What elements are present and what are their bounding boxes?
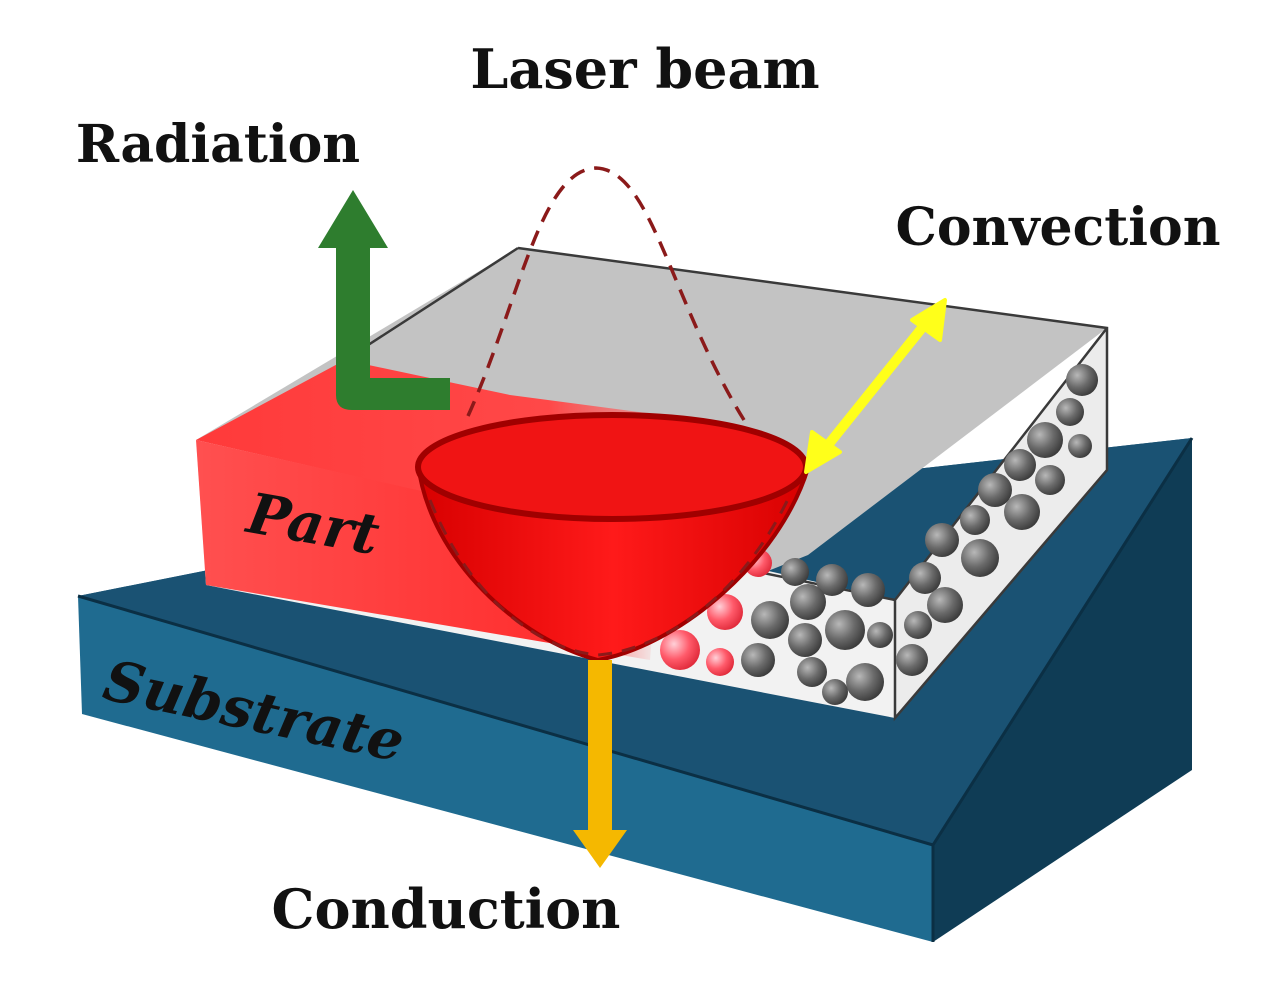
substrate-side-face — [933, 438, 1192, 942]
radiation-arrow-icon — [318, 190, 450, 410]
powder-particle — [925, 523, 959, 557]
laser-gaussian-profile — [466, 166, 746, 421]
powder-particle — [816, 564, 848, 596]
part-edge — [517, 246, 1109, 722]
melt-pool-surface — [415, 412, 809, 522]
convection-double-arrow-icon — [804, 298, 947, 474]
powder-particle — [781, 558, 809, 586]
powder-particle — [896, 644, 928, 676]
powder-particle — [927, 587, 963, 623]
powder-particle — [741, 643, 775, 677]
powder-particle — [1027, 422, 1063, 458]
powder-particle — [904, 611, 932, 639]
powder-particle — [1004, 449, 1036, 481]
powder-particle — [797, 657, 827, 687]
powder-particle — [822, 679, 848, 705]
powder-particle — [846, 663, 884, 701]
substrate-edge — [931, 437, 1194, 846]
powder-particle — [960, 505, 990, 535]
label-radiation: Radiation — [76, 114, 360, 175]
powder-particle-heated — [707, 594, 743, 630]
label-laser-beam: Laser beam — [470, 37, 819, 101]
label-conduction: Conduction — [272, 877, 621, 941]
powder-particle — [825, 610, 865, 650]
powder-particle — [851, 573, 885, 607]
powder-particle — [978, 473, 1012, 507]
powder-particle — [788, 623, 822, 657]
conduction-arrow-icon — [573, 660, 627, 868]
powder-particle — [909, 562, 941, 594]
powder-particle — [1066, 364, 1098, 396]
powder-particle — [790, 584, 826, 620]
powder-particle — [867, 622, 893, 648]
powder-particles — [660, 364, 1098, 705]
powder-particle-heated — [706, 648, 734, 676]
powder-particle — [1035, 465, 1065, 495]
part-edge — [344, 246, 519, 362]
powder-particle — [1056, 398, 1084, 426]
melt-pool — [415, 412, 811, 663]
powder-particle — [961, 539, 999, 577]
substrate-front-face — [78, 596, 933, 942]
powder-particle — [751, 601, 789, 639]
powder-particle — [1004, 494, 1040, 530]
substrate-edge — [77, 594, 934, 847]
powder-particle-heated — [660, 630, 700, 670]
powder-particle — [1068, 434, 1092, 458]
label-convection: Convection — [895, 197, 1220, 258]
